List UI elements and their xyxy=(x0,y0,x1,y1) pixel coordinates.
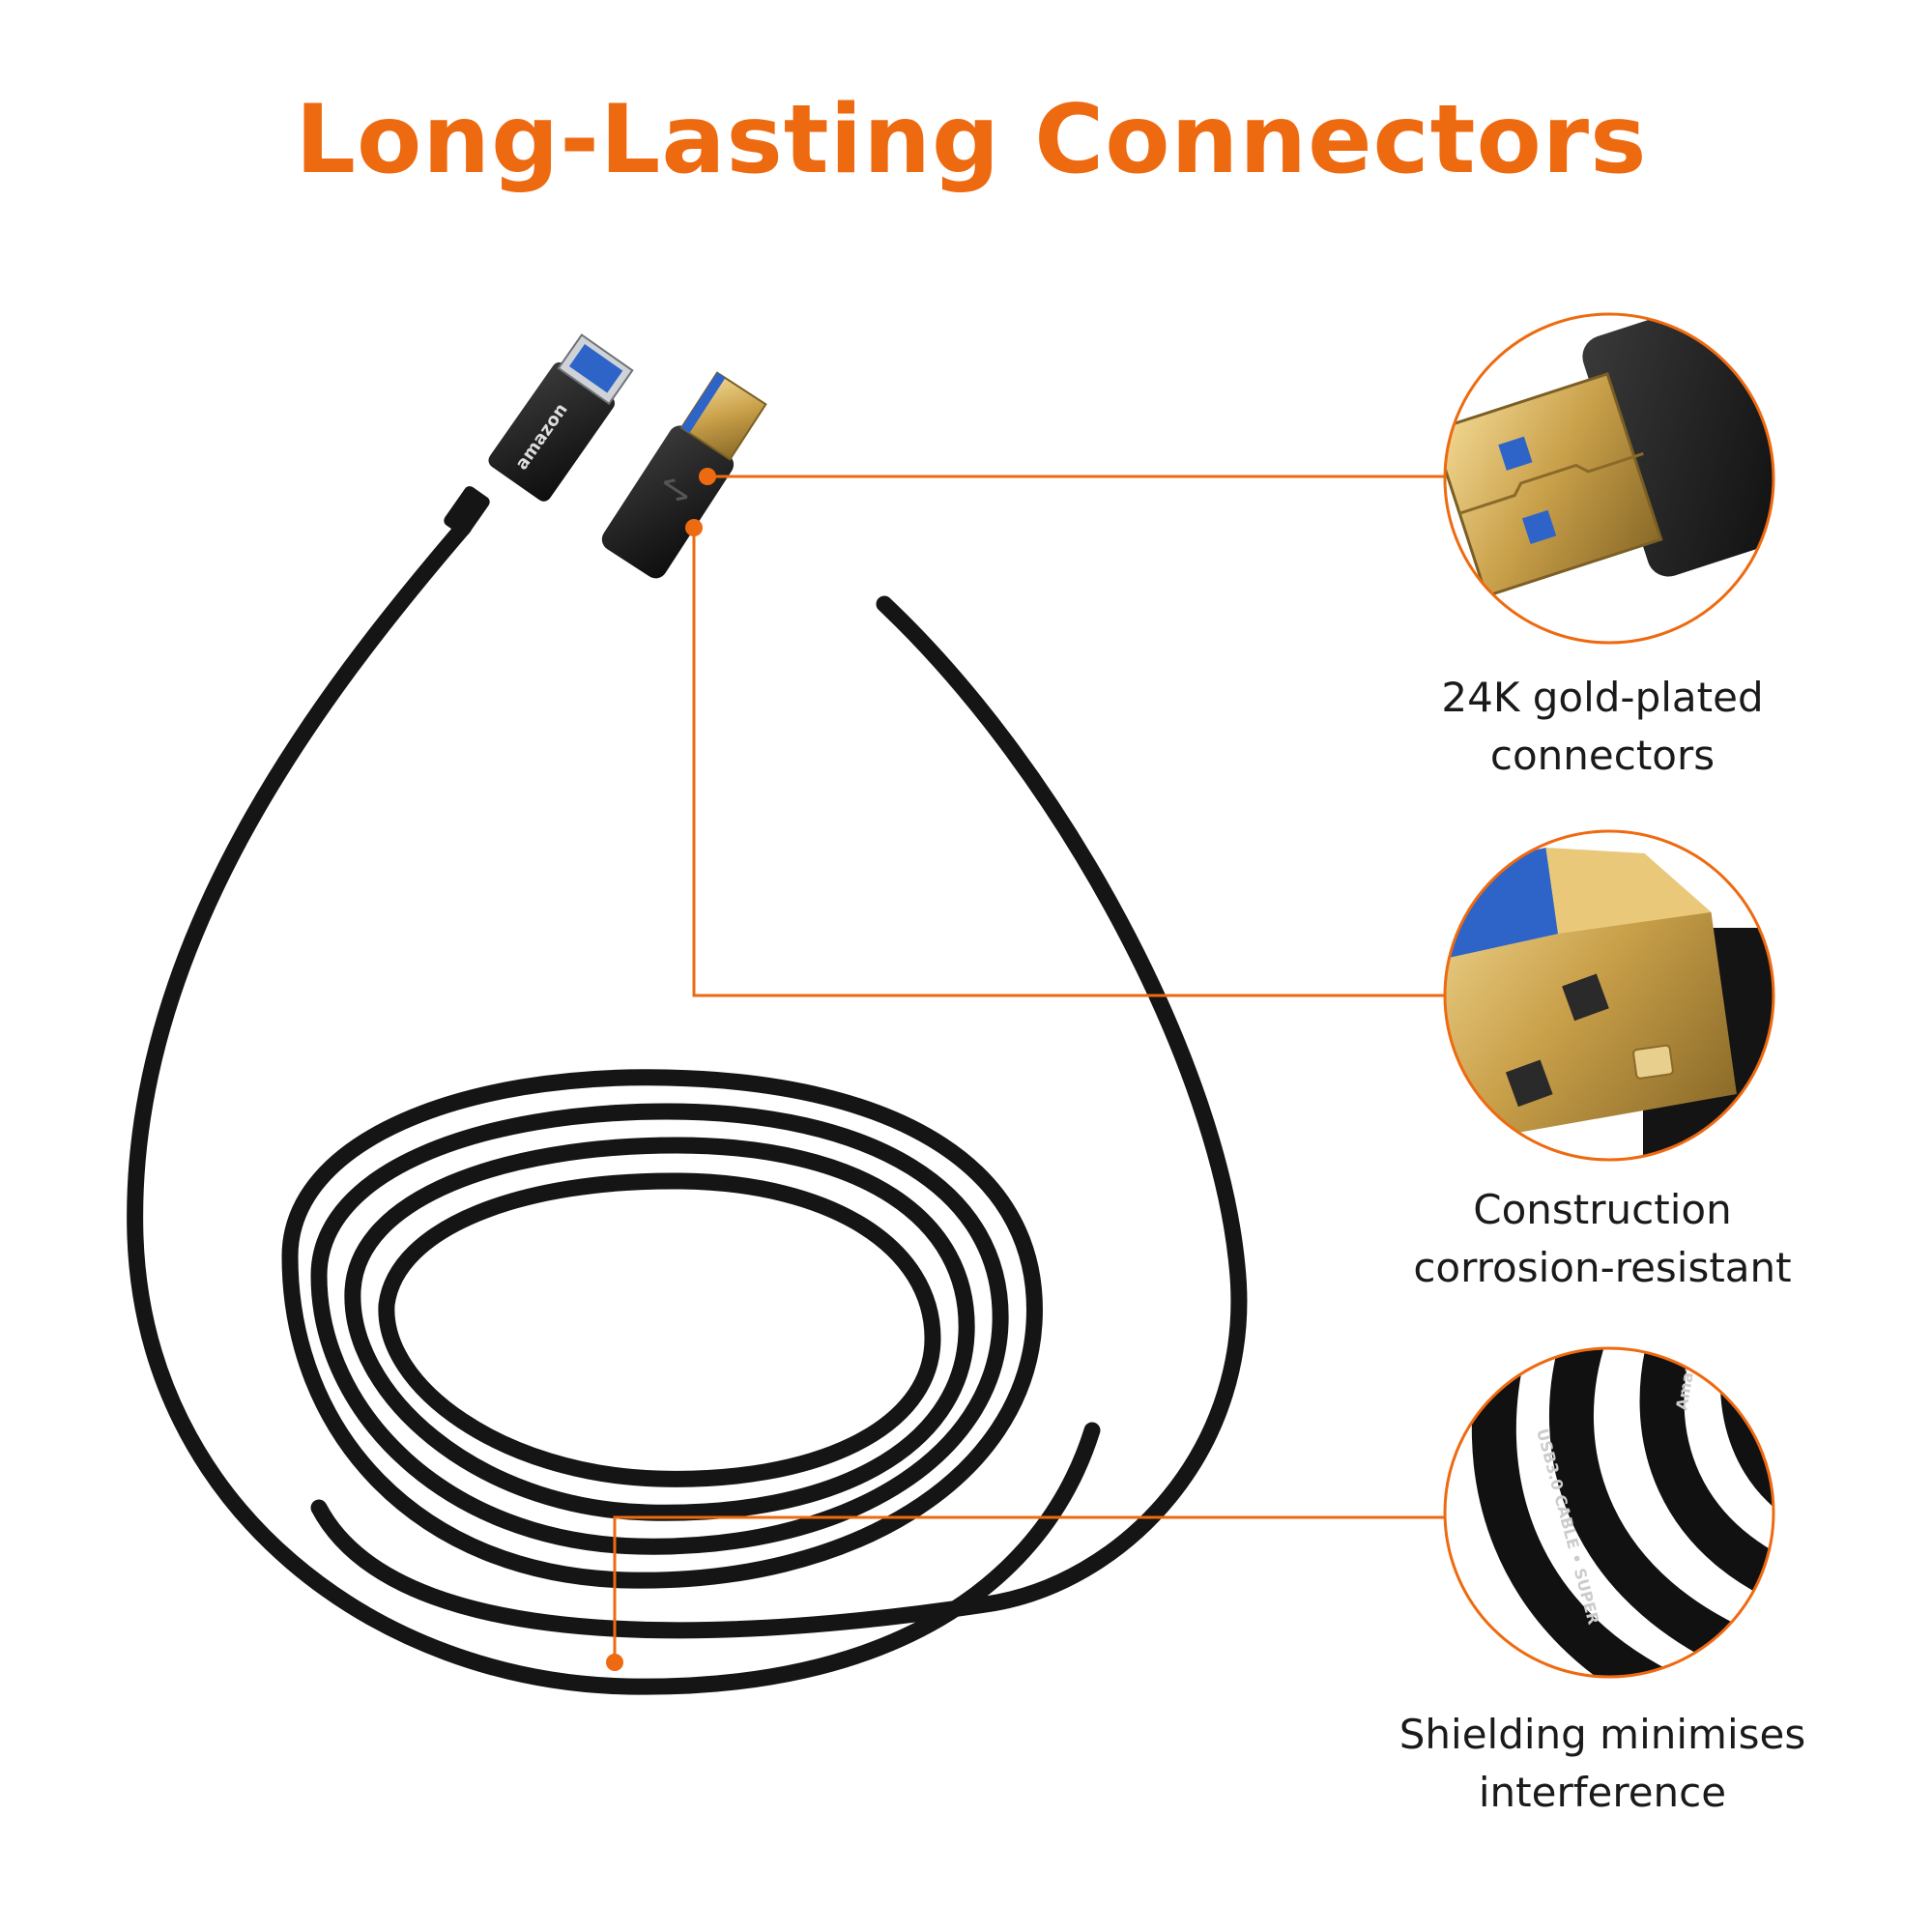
feature-caption-line: Shielding minimises xyxy=(1399,1711,1806,1758)
cable-left-strand xyxy=(127,518,1101,1695)
callout-line-2 xyxy=(692,528,1448,997)
feature-caption-line: corrosion-resistant xyxy=(1413,1244,1792,1291)
feature-caption-line: Construction xyxy=(1473,1186,1732,1233)
feature-caption-corrosion: Construction corrosion-resistant xyxy=(1370,1181,1834,1297)
feature-caption-line: connectors xyxy=(1489,732,1716,779)
callout-lines xyxy=(613,475,1448,1662)
callout-dot-1 xyxy=(699,468,716,485)
callout-dots xyxy=(606,468,716,1671)
feature-caption-line: interference xyxy=(1478,1769,1727,1816)
cable-right-strand xyxy=(310,595,1248,1639)
detail-circle-gold-plated xyxy=(1443,312,1775,645)
cable-coil-1 xyxy=(281,1069,1043,1589)
callout-dot-2 xyxy=(685,519,703,536)
male-connector xyxy=(601,371,767,579)
cable-coil-2 xyxy=(310,1103,1009,1555)
feature-caption-line: 24K gold-plated xyxy=(1441,674,1764,721)
page-title: Long-Lasting Connectors xyxy=(295,85,1648,195)
callout-line-3 xyxy=(613,1515,1448,1662)
feature-caption-gold-plated: 24K gold-plated connectors xyxy=(1370,669,1834,785)
cable-coil-4 xyxy=(378,1172,941,1487)
usb-superspeed-icon xyxy=(663,478,688,502)
usb-cable xyxy=(127,518,1248,1695)
cable-coil-3 xyxy=(344,1137,975,1521)
female-connector: amazon xyxy=(444,333,634,536)
feature-caption-shielding: Shielding minimises interference xyxy=(1370,1706,1834,1822)
detail-circle-corrosion xyxy=(1443,829,1775,1162)
callout-dot-3 xyxy=(606,1654,623,1671)
detail-circle-shielding: USB3.0 CABLE • SUPER AmazonBasics • xyxy=(1443,1346,1775,1679)
